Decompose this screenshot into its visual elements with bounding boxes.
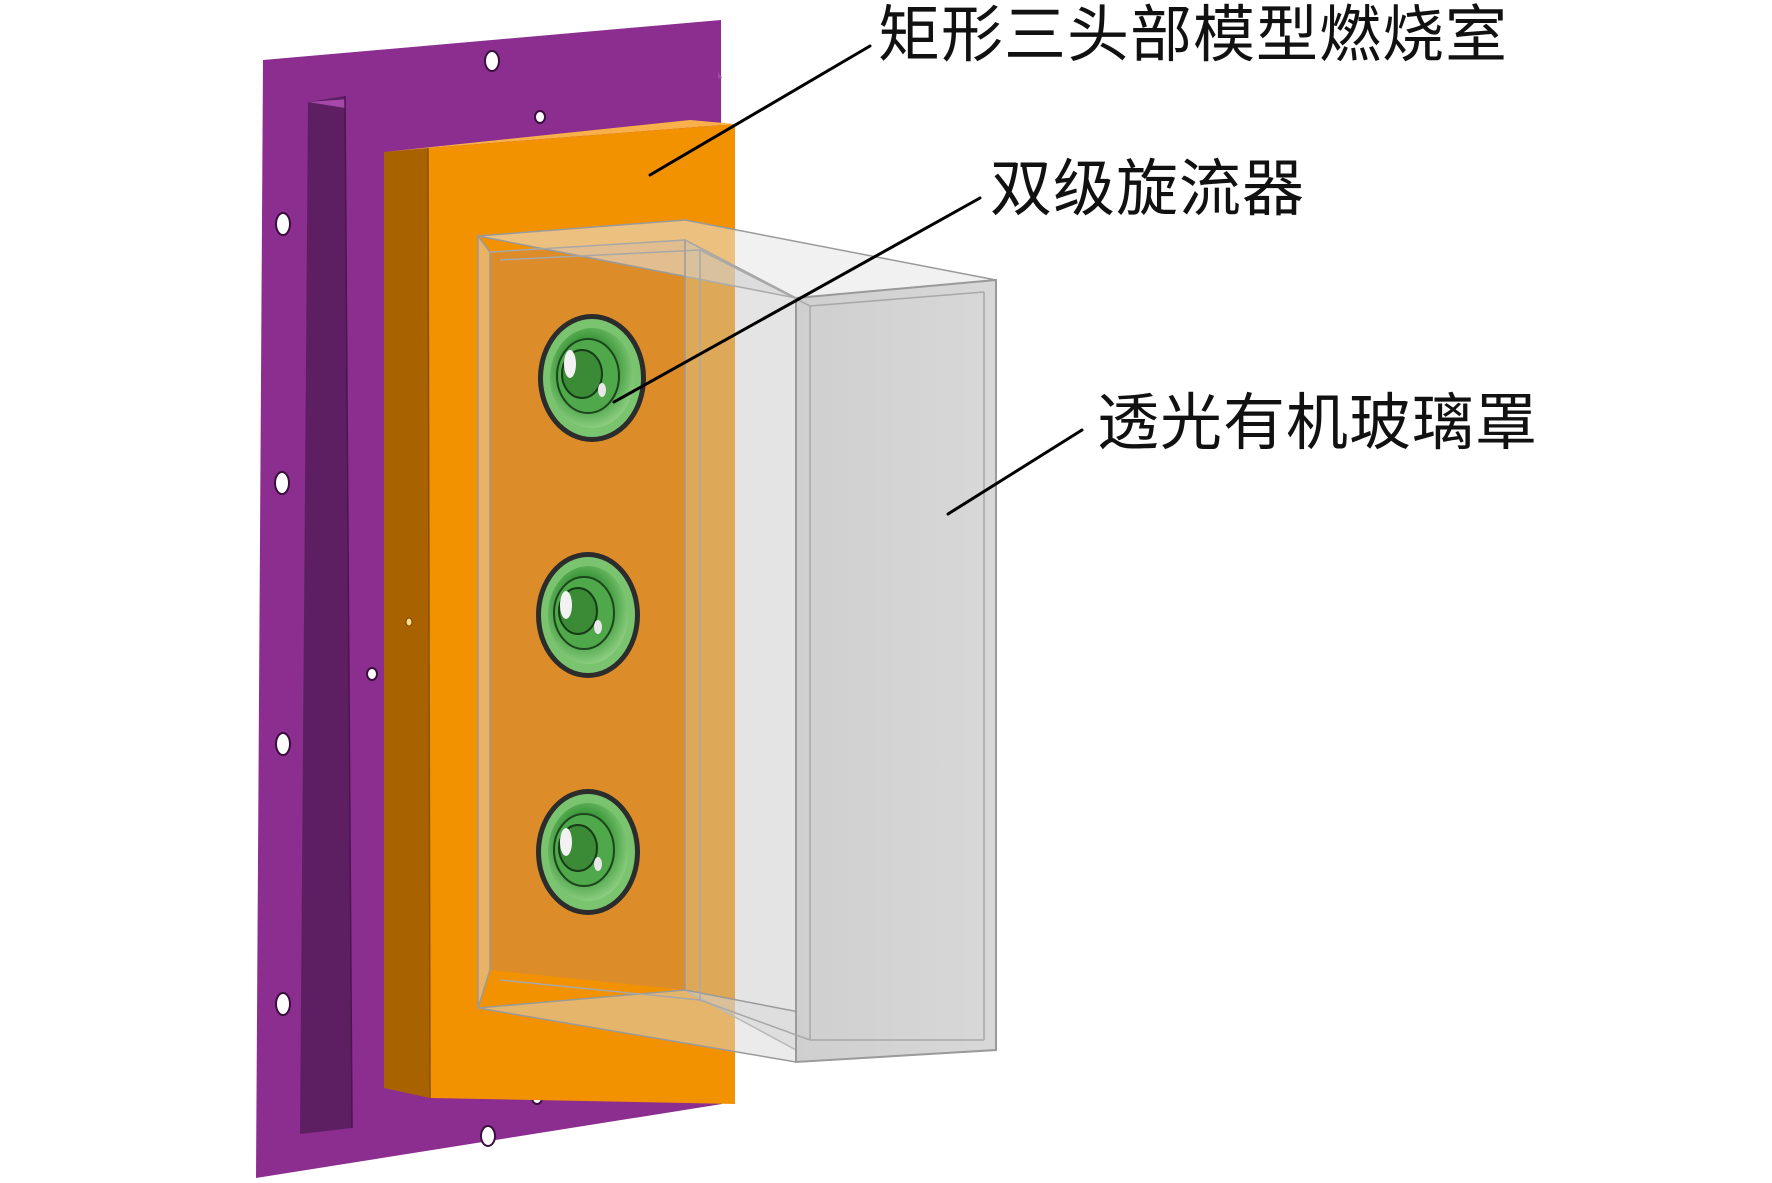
leader-lines bbox=[612, 44, 1084, 516]
leader-line-cover bbox=[946, 428, 1084, 516]
glass-left-rim bbox=[477, 233, 491, 1009]
hole-icon bbox=[484, 50, 500, 72]
pin-hole-icon bbox=[405, 617, 413, 627]
glass-front-face bbox=[795, 278, 997, 1064]
hole-icon bbox=[366, 667, 378, 681]
glass-side-face bbox=[684, 238, 797, 1052]
chamber-label: 矩形三头部模型燃烧室 bbox=[878, 0, 1509, 71]
hole-icon bbox=[480, 1125, 496, 1147]
cover-label: 透光有机玻璃罩 bbox=[1097, 386, 1539, 459]
flange-top bbox=[384, 120, 735, 152]
hole-icon bbox=[274, 471, 290, 495]
swirler-label: 双级旋流器 bbox=[990, 152, 1306, 225]
hole-icon bbox=[275, 992, 291, 1016]
swirler-3 bbox=[536, 789, 640, 915]
swirler-1 bbox=[538, 314, 646, 442]
hole-icon bbox=[275, 212, 291, 236]
hole-icon bbox=[275, 732, 291, 756]
leader-line-swirler bbox=[612, 196, 982, 404]
hole-icon bbox=[534, 110, 546, 124]
base-plate-step-side bbox=[300, 96, 352, 1134]
swirler-2 bbox=[536, 552, 640, 678]
leader-line-chamber bbox=[648, 44, 872, 177]
glass-cover bbox=[477, 219, 997, 1064]
